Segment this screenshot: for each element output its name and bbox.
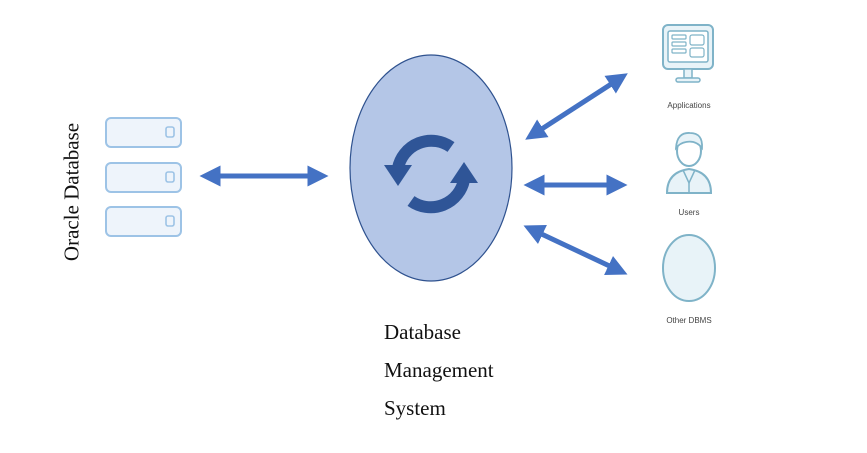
server-unit-2: [105, 162, 182, 193]
monitor-icon: [662, 24, 714, 83]
server-stack-icon: [105, 117, 182, 237]
oracle-database-label: Oracle Database: [59, 122, 84, 262]
circle-icon: [662, 234, 716, 302]
server-unit-1: [105, 117, 182, 148]
dbms-label: Database Management System: [384, 313, 494, 427]
user-icon: [665, 132, 713, 194]
other-dbms-label: Other DBMS: [666, 316, 712, 325]
dbms-label-line-2: Management: [384, 358, 494, 382]
other-dbms-arrow: [523, 224, 628, 276]
applications-arrow: [525, 73, 628, 140]
sync-icon: [384, 134, 478, 214]
server-unit-3: [105, 206, 182, 237]
dbms-label-line-1: Database: [384, 320, 461, 344]
users-label: Users: [678, 208, 700, 217]
dbms-label-line-3: System: [384, 396, 446, 420]
dbms-ellipse: [349, 54, 513, 282]
applications-label: Applications: [667, 101, 711, 110]
